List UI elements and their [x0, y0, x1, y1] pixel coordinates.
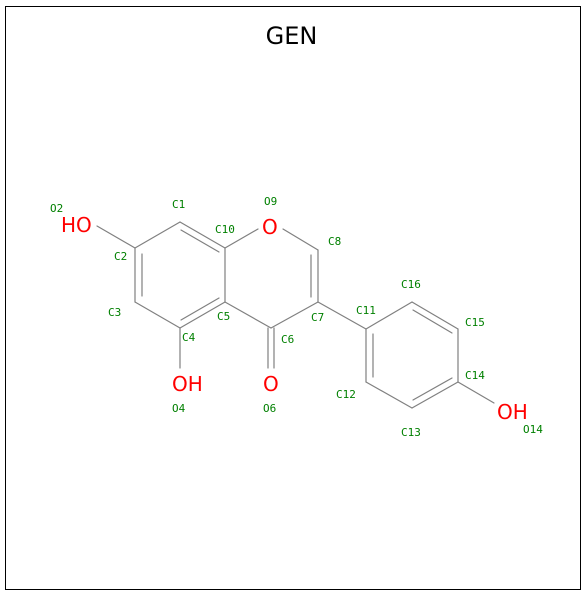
atom-labels: O2 C1 O9 C10 C8 C2 C3 C5 C4 C7 C6 C11 C1… — [50, 195, 543, 439]
label-o4: O4 — [172, 402, 186, 415]
label-c14: C14 — [465, 369, 485, 382]
label-o2: O2 — [50, 202, 63, 215]
label-c1: C1 — [172, 198, 185, 211]
atom-o14-symbol: OH — [497, 400, 528, 424]
bond-c14-o14 — [457, 381, 495, 404]
bond-c6-c5 — [224, 301, 272, 329]
atom-o6-symbol: O — [263, 372, 279, 396]
label-c5: C5 — [217, 310, 230, 323]
atom-o2-symbol: HO — [61, 213, 92, 237]
label-c13: C13 — [401, 426, 421, 439]
label-c2: C2 — [114, 250, 127, 263]
label-c11: C11 — [356, 304, 376, 317]
label-c3: C3 — [108, 306, 121, 319]
bond-c14-c13-inner — [412, 377, 453, 401]
bond-c2-o2 — [96, 225, 136, 249]
label-o9: O9 — [264, 195, 277, 208]
bond-c10-o9 — [224, 228, 259, 249]
bond-o9-c8 — [282, 228, 319, 251]
label-o14: O14 — [523, 423, 543, 436]
bond-c5-c4-inner — [180, 297, 220, 321]
label-c6: C6 — [281, 333, 294, 346]
bond-c7-c6 — [270, 301, 319, 329]
label-c15: C15 — [465, 316, 485, 329]
bond-c2-c1 — [134, 221, 181, 249]
bond-c4-c3 — [134, 301, 181, 329]
bond-c14-c13 — [411, 381, 459, 409]
label-c8: C8 — [328, 235, 341, 248]
molecule-title: GEN — [265, 22, 318, 50]
bond-c13-c12 — [365, 381, 413, 409]
bond-c1-c10-inner — [180, 229, 220, 253]
bond-c16-c15-inner — [412, 309, 453, 334]
label-c16: C16 — [401, 278, 421, 291]
bond-c5-c4 — [179, 301, 226, 329]
bond-c16-c15 — [411, 301, 459, 330]
label-c12: C12 — [336, 388, 356, 401]
label-o6: O6 — [263, 402, 276, 415]
label-c4: C4 — [182, 331, 196, 344]
bond-c7-c11 — [317, 301, 367, 330]
heteroatom-symbols: HO O OH O OH — [61, 213, 528, 424]
bonds — [96, 221, 495, 409]
atom-o4-symbol: OH — [172, 372, 203, 396]
diagram-frame — [5, 6, 581, 590]
label-c7: C7 — [311, 311, 324, 324]
bond-c1-c10 — [179, 221, 226, 249]
label-c10: C10 — [215, 223, 235, 236]
bond-c11-c16 — [365, 301, 413, 330]
atom-o9-symbol: O — [262, 215, 278, 239]
